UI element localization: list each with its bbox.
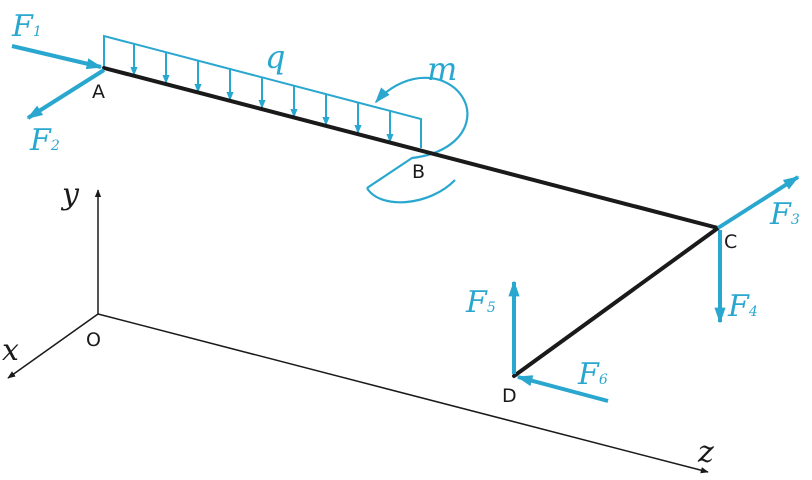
force-f2-arrow — [26, 68, 106, 120]
force-f2-label: F2 — [29, 123, 60, 158]
force-f5-label: F5 — [465, 285, 496, 320]
force-f4-index: 4 — [748, 304, 758, 320]
origin-label: O — [86, 329, 101, 351]
force-f4-letter: F — [727, 289, 750, 324]
force-f5-letter: F — [465, 285, 488, 320]
x-axis-label: x — [2, 333, 19, 368]
force-f1-letter: F — [11, 9, 34, 44]
forces — [11, 44, 800, 403]
point-c-label: C — [724, 231, 737, 253]
force-f6-index: 6 — [599, 372, 608, 388]
z-axis — [97, 313, 709, 474]
force-f5-index: 5 — [487, 300, 496, 316]
point-d-label: D — [502, 385, 517, 407]
force-f6-letter: F — [577, 357, 600, 392]
force-f6-arrow — [516, 375, 609, 403]
m-label: m — [427, 50, 457, 88]
moment-arc-lower — [366, 179, 456, 204]
x-axis — [7, 313, 99, 379]
member-cd — [512, 226, 720, 378]
moment-arc — [366, 76, 469, 189]
force-f2-letter: F — [29, 123, 52, 158]
z-axis-label: z — [697, 435, 714, 470]
coordinate-axes: y x z O — [2, 177, 714, 474]
moment-m: m — [366, 50, 469, 204]
y-axis-label: y — [60, 177, 80, 212]
force-f1-label: F1 — [11, 9, 42, 44]
point-a-label: A — [92, 81, 105, 103]
force-f1-arrow — [11, 44, 103, 70]
force-f3-letter: F — [769, 197, 792, 232]
distributed-load-q — [103, 34, 422, 148]
point-b-label: B — [412, 161, 425, 183]
force-f6-label: F6 — [577, 357, 608, 392]
force-f2-index: 2 — [50, 138, 60, 154]
force-f3-index: 3 — [791, 212, 800, 228]
member-ac — [102, 66, 720, 230]
force-f3-label: F3 — [769, 197, 800, 232]
q-label: q — [265, 38, 285, 76]
force-f3-arrow — [716, 175, 800, 230]
force-f4-label: F4 — [727, 289, 758, 324]
force-f1-index: 1 — [33, 24, 42, 40]
structure — [102, 66, 720, 378]
